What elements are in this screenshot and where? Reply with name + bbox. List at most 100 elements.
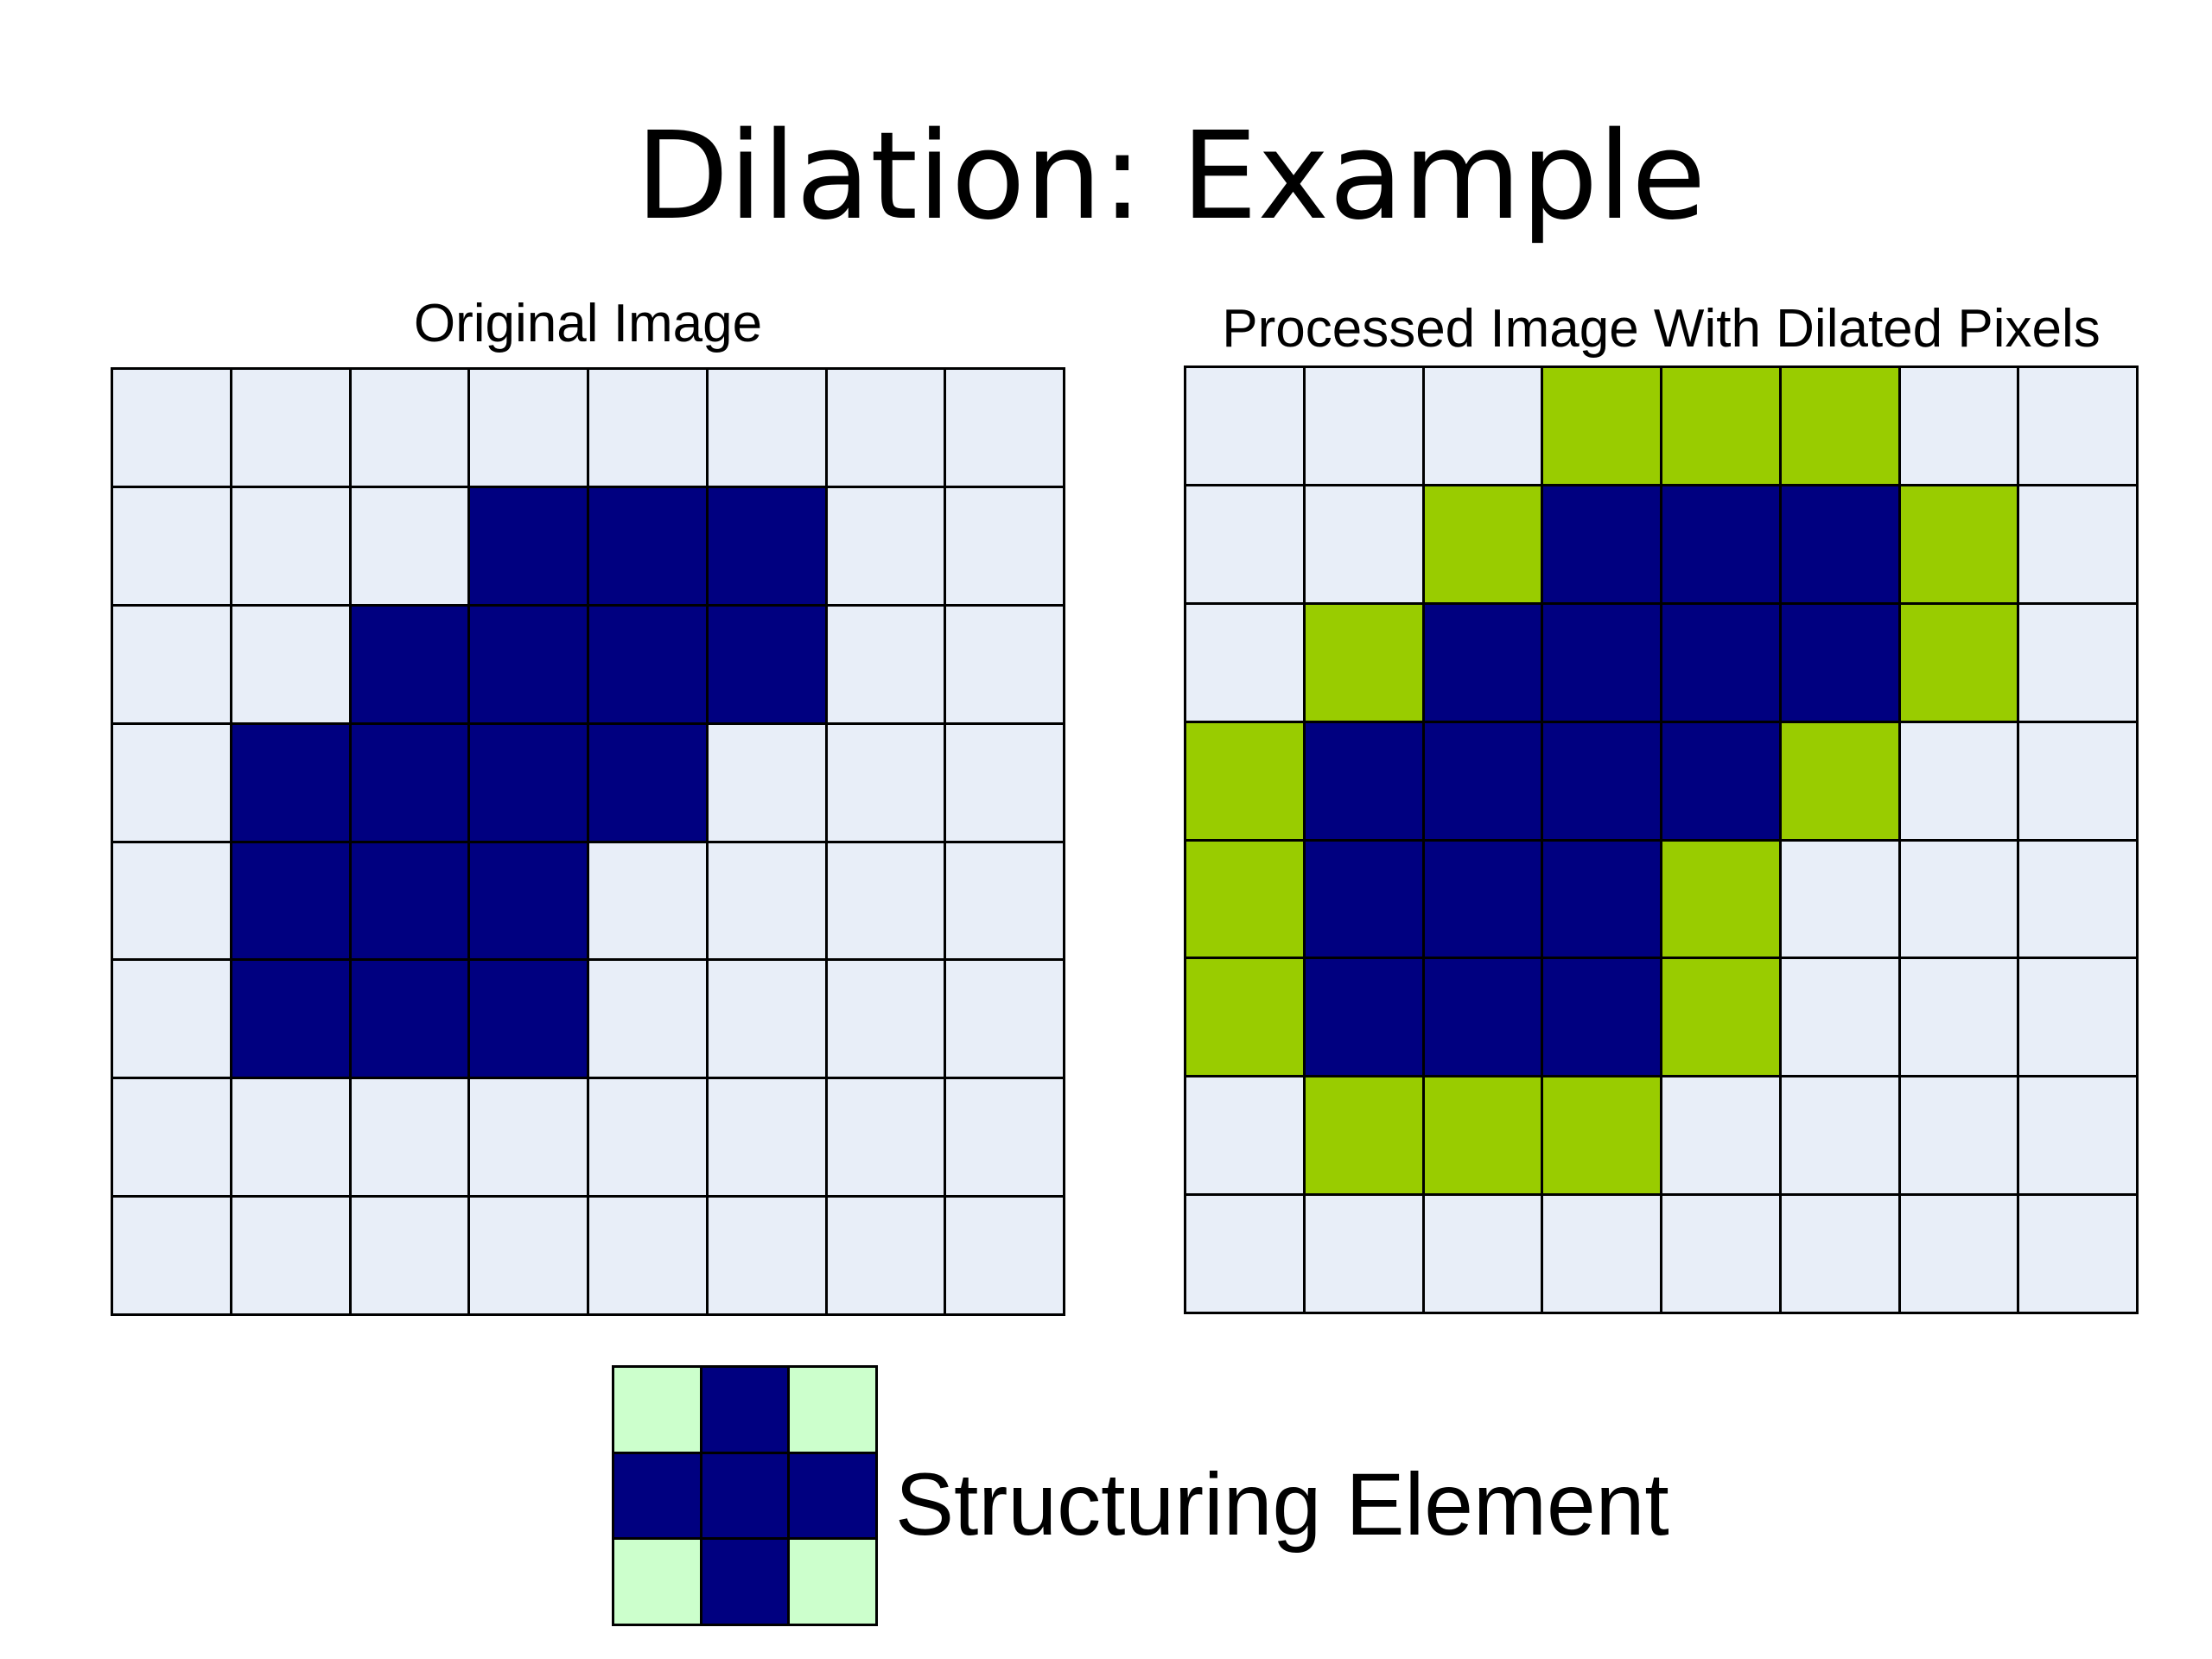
processed-pixel-cell-background — [1662, 1196, 1779, 1312]
original-pixel-cell-foreground — [470, 961, 587, 1077]
processed-pixel-cell-foreground — [1543, 486, 1660, 602]
processed-pixel-cell-background — [1186, 486, 1303, 602]
original-pixel-cell-background — [827, 1079, 944, 1196]
se-cell-foreground — [702, 1453, 788, 1538]
original-pixel-cell-background — [113, 606, 230, 722]
original-pixel-cell-background — [946, 1198, 1063, 1313]
original-pixel-cell-background — [827, 842, 944, 959]
original-pixel-cell-background — [946, 724, 1063, 841]
original-pixel-cell-background — [351, 1198, 468, 1313]
processed-image-grid — [1184, 365, 2139, 1314]
processed-pixel-cell-dilated — [1662, 368, 1779, 484]
original-pixel-cell-background — [827, 606, 944, 722]
original-pixel-cell-foreground — [351, 961, 468, 1077]
original-pixel-cell-background — [113, 487, 230, 604]
processed-pixel-cell-dilated — [1781, 722, 1898, 839]
original-pixel-cell-background — [827, 1198, 944, 1313]
processed-pixel-cell-foreground — [1662, 486, 1779, 602]
processed-pixel-cell-background — [2019, 959, 2136, 1076]
processed-pixel-cell-background — [2019, 1077, 2136, 1194]
processed-pixel-cell-foreground — [1424, 604, 1541, 721]
processed-pixel-cell-background — [1781, 959, 1898, 1076]
processed-pixel-cell-background — [1900, 1196, 2018, 1312]
original-pixel-cell-background — [351, 370, 468, 486]
processed-pixel-cell-background — [1186, 1196, 1303, 1312]
processed-pixel-cell-foreground — [1424, 959, 1541, 1076]
processed-pixel-cell-background — [1900, 959, 2018, 1076]
processed-pixel-cell-background — [1781, 1077, 1898, 1194]
original-pixel-cell-foreground — [351, 724, 468, 841]
processed-pixel-cell-dilated — [1424, 486, 1541, 602]
processed-pixel-cell-dilated — [1305, 1077, 1422, 1194]
processed-pixel-cell-foreground — [1424, 841, 1541, 957]
processed-pixel-cell-foreground — [1781, 486, 1898, 602]
processed-pixel-cell-dilated — [1900, 486, 2018, 602]
original-pixel-cell-background — [827, 487, 944, 604]
processed-pixel-cell-background — [1900, 1077, 2018, 1194]
processed-pixel-cell-background — [1424, 1196, 1541, 1312]
processed-pixel-cell-dilated — [1186, 959, 1303, 1076]
structuring-element-grid — [612, 1365, 878, 1626]
original-pixel-cell-background — [589, 961, 706, 1077]
original-image-grid — [111, 367, 1065, 1316]
original-pixel-cell-background — [589, 1198, 706, 1313]
processed-pixel-cell-background — [1186, 368, 1303, 484]
processed-pixel-cell-background — [2019, 1196, 2136, 1312]
processed-pixel-cell-background — [2019, 486, 2136, 602]
original-pixel-cell-foreground — [470, 606, 587, 722]
original-pixel-cell-background — [232, 1079, 349, 1196]
processed-pixel-cell-background — [1543, 1196, 1660, 1312]
original-pixel-cell-background — [232, 1198, 349, 1313]
processed-pixel-cell-foreground — [1305, 841, 1422, 957]
original-pixel-cell-foreground — [351, 842, 468, 959]
original-pixel-cell-foreground — [708, 487, 825, 604]
processed-pixel-cell-dilated — [1543, 368, 1660, 484]
processed-image-caption: Processed Image With Dilated Pixels — [1222, 299, 2101, 359]
original-pixel-cell-foreground — [708, 606, 825, 722]
se-cell-foreground — [614, 1453, 700, 1538]
original-pixel-cell-background — [827, 724, 944, 841]
original-pixel-cell-background — [708, 370, 825, 486]
processed-pixel-cell-dilated — [1186, 722, 1303, 839]
processed-pixel-cell-dilated — [1186, 841, 1303, 957]
original-pixel-cell-foreground — [232, 842, 349, 959]
processed-pixel-cell-foreground — [1543, 604, 1660, 721]
original-pixel-cell-background — [589, 370, 706, 486]
processed-pixel-cell-background — [1186, 1077, 1303, 1194]
original-pixel-cell-background — [113, 842, 230, 959]
original-pixel-cell-background — [827, 961, 944, 1077]
processed-pixel-cell-background — [1186, 604, 1303, 721]
original-pixel-cell-foreground — [232, 961, 349, 1077]
processed-pixel-cell-background — [2019, 722, 2136, 839]
original-pixel-cell-background — [946, 1079, 1063, 1196]
processed-pixel-cell-background — [1662, 1077, 1779, 1194]
original-image-caption: Original Image — [413, 294, 763, 353]
se-cell-off — [790, 1540, 875, 1624]
original-pixel-cell-background — [113, 1198, 230, 1313]
original-pixel-cell-foreground — [589, 487, 706, 604]
original-pixel-cell-background — [232, 606, 349, 722]
processed-pixel-cell-background — [1305, 1196, 1422, 1312]
processed-pixel-cell-background — [2019, 604, 2136, 721]
se-cell-foreground — [702, 1368, 788, 1452]
original-pixel-cell-background — [946, 487, 1063, 604]
original-pixel-cell-foreground — [589, 606, 706, 722]
original-pixel-cell-background — [351, 1079, 468, 1196]
original-pixel-cell-background — [113, 961, 230, 1077]
original-pixel-cell-background — [351, 487, 468, 604]
processed-pixel-cell-dilated — [1543, 1077, 1660, 1194]
processed-pixel-cell-dilated — [1305, 604, 1422, 721]
se-cell-foreground — [702, 1540, 788, 1624]
processed-pixel-cell-background — [2019, 368, 2136, 484]
se-cell-off — [614, 1368, 700, 1452]
processed-pixel-cell-foreground — [1424, 722, 1541, 839]
original-pixel-cell-background — [827, 370, 944, 486]
original-pixel-cell-background — [946, 606, 1063, 722]
processed-pixel-cell-foreground — [1305, 959, 1422, 1076]
processed-pixel-cell-dilated — [1424, 1077, 1541, 1194]
processed-pixel-cell-dilated — [1900, 604, 2018, 721]
original-pixel-cell-background — [470, 370, 587, 486]
original-pixel-cell-foreground — [232, 724, 349, 841]
original-pixel-cell-background — [113, 724, 230, 841]
original-pixel-cell-background — [589, 1079, 706, 1196]
